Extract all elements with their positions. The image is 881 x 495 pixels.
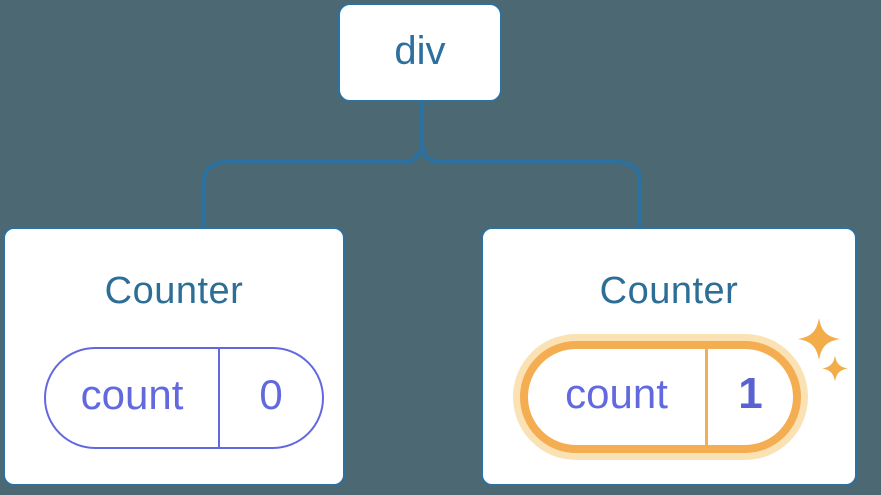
state-name-label: count — [565, 370, 668, 417]
connector-right-branch — [420, 102, 642, 227]
state-name-section: count — [46, 349, 220, 447]
counter-title: Counter — [104, 270, 244, 312]
sparkle-icon-small — [822, 355, 848, 382]
state-value-label: 0 — [259, 371, 283, 418]
counter-card-left: Counter count 0 — [3, 227, 345, 486]
sparkle-icon-large — [798, 318, 840, 360]
connector-left-branch — [202, 102, 424, 227]
root-node-label: div — [394, 28, 446, 73]
counter-title: Counter — [599, 270, 739, 312]
state-value-section: 1 — [708, 349, 793, 445]
state-value-section: 0 — [220, 349, 322, 447]
state-name-label: count — [80, 371, 184, 418]
state-pill-highlighted: count 1 — [520, 341, 801, 453]
state-pill: count 0 — [44, 347, 324, 449]
state-name-section: count — [528, 349, 708, 445]
root-node-div: div — [338, 3, 502, 102]
state-value-label: 1 — [738, 369, 763, 418]
counter-card-right: Counter count 1 — [481, 227, 857, 486]
